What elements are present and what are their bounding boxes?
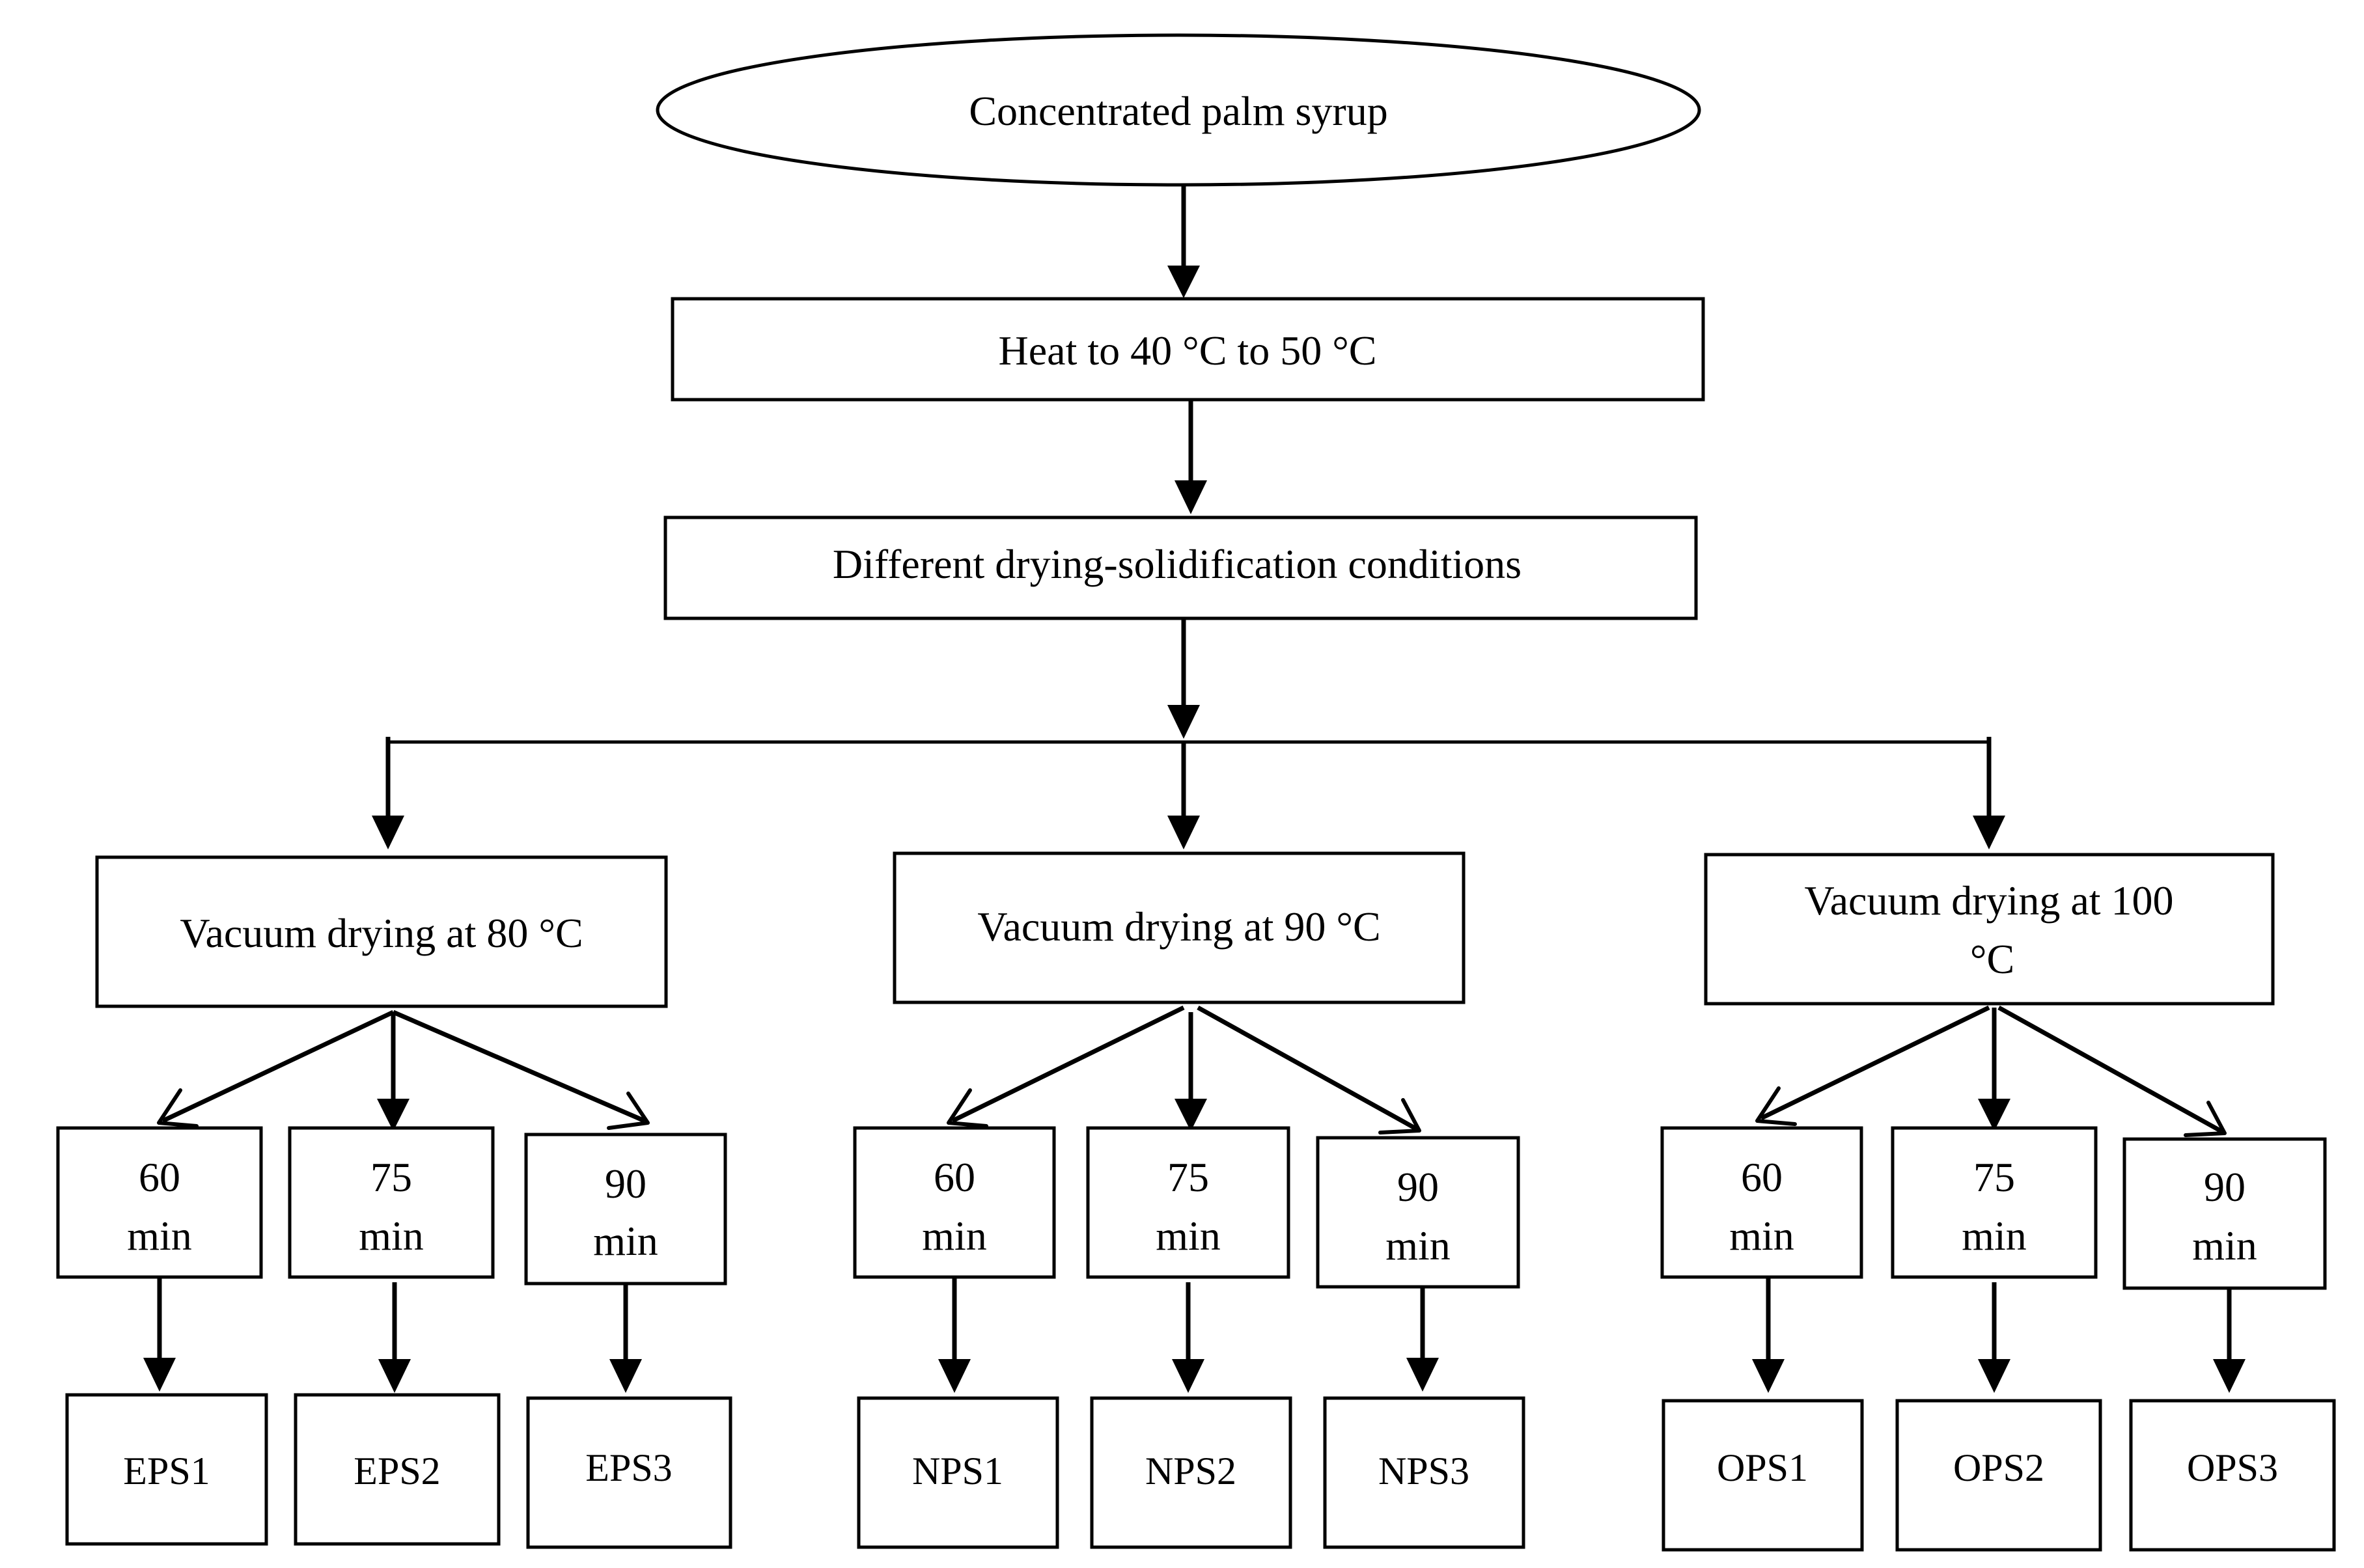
time-100-90-num: 90 (2204, 1164, 2246, 1210)
vacuum-100-label-line1: Vacuum drying at 100 (1805, 877, 2174, 924)
product-eps1 (65, 1393, 268, 1546)
product-ops2-label: OPS2 (1953, 1446, 2044, 1489)
arrowhead-100-60-out (1752, 1359, 1785, 1393)
product-nps2 (1090, 1396, 1292, 1549)
product-eps2 (294, 1393, 501, 1546)
time-100-60-unit: min (1729, 1213, 1794, 1259)
time-80-90-num: 90 (605, 1161, 647, 1207)
fan-100-left (1760, 1005, 1990, 1121)
vacuum-90-step (893, 851, 1466, 1004)
time-80-90-unit: min (593, 1218, 658, 1264)
arrowhead-branch-100 (1973, 816, 2005, 849)
conditions-label: Different drying-solidification conditio… (833, 541, 1522, 587)
vacuum-100-label-line2: °C (1970, 936, 2014, 982)
vacuum-80-step (95, 855, 668, 1008)
product-ops3-label: OPS3 (2187, 1446, 2278, 1489)
heat-label: Heat to 40 °C to 50 °C (999, 327, 1377, 374)
arrowhead-branch-80 (372, 816, 404, 849)
arrowhead-90-60-out (938, 1359, 971, 1393)
time-100-60-num: 60 (1741, 1154, 1783, 1200)
time-100-90-unit: min (2192, 1222, 2257, 1269)
time-90-75 (1086, 1126, 1290, 1279)
arrowhead-fan-80-right (607, 1092, 650, 1130)
conditions-step (663, 516, 1698, 620)
arrowhead-90-90-out (1406, 1358, 1439, 1392)
arrowhead-100-90-out (2213, 1359, 2246, 1393)
start-node (656, 33, 1701, 187)
product-ops2 (1895, 1399, 2102, 1552)
product-ops1-label: OPS1 (1717, 1446, 1808, 1489)
arrowhead-80-75-out (378, 1359, 411, 1393)
arrowhead-heat-conditions (1175, 480, 1207, 514)
time-80-90 (524, 1133, 727, 1286)
arrowhead-80-60-out (143, 1358, 176, 1392)
fan-90-right (1197, 1005, 1417, 1131)
time-100-90 (2122, 1137, 2327, 1290)
time-100-60 (1660, 1126, 1863, 1279)
arrowhead-branch-90 (1167, 816, 1200, 849)
arrowhead-fan-90-right (1378, 1098, 1421, 1135)
time-90-90-unit: min (1385, 1222, 1451, 1269)
arrowhead-80-90-out (609, 1359, 642, 1393)
product-nps3-label: NPS3 (1378, 1450, 1469, 1492)
product-ops3 (2129, 1399, 2336, 1552)
fan-80-right (392, 1010, 646, 1123)
arrowhead-fan-90-left (947, 1088, 988, 1128)
time-100-75 (1891, 1126, 2098, 1279)
time-90-90-num: 90 (1397, 1164, 1439, 1210)
arrowhead-conditions-branch (1167, 705, 1200, 739)
vacuum-100-step (1704, 853, 2275, 1006)
time-100-75-num: 75 (1973, 1154, 2015, 1200)
arrowhead-fan-100-mid (1978, 1099, 2010, 1131)
product-nps2-label: NPS2 (1145, 1450, 1236, 1492)
time-90-60-unit: min (922, 1213, 987, 1259)
time-100-75-unit: min (1962, 1213, 2027, 1259)
time-80-60-num: 60 (139, 1154, 180, 1200)
time-80-75 (288, 1126, 495, 1279)
product-nps1-label: NPS1 (912, 1450, 1003, 1492)
fan-90-left (951, 1005, 1185, 1123)
product-eps2-label: EPS2 (354, 1450, 440, 1492)
arrowhead-90-75-out (1172, 1359, 1204, 1393)
product-eps1-label: EPS1 (123, 1450, 210, 1492)
vacuum-90-label: Vacuum drying at 90 °C (977, 903, 1380, 950)
product-nps3 (1323, 1396, 1525, 1549)
time-80-75-num: 75 (370, 1154, 412, 1200)
product-eps3-label: EPS3 (585, 1446, 672, 1489)
time-80-75-unit: min (359, 1213, 424, 1259)
arrowhead-fan-90-mid (1175, 1099, 1207, 1131)
time-90-75-unit: min (1156, 1213, 1221, 1259)
start-label: Concentrated palm syrup (969, 88, 1387, 134)
time-90-90 (1316, 1136, 1520, 1289)
heat-step (671, 297, 1705, 402)
arrowhead-fan-100-right (2184, 1101, 2227, 1137)
arrowhead-fan-80-left (157, 1088, 199, 1128)
time-90-60-num: 60 (934, 1154, 975, 1200)
time-90-75-num: 75 (1167, 1154, 1209, 1200)
arrowhead-fan-80-mid (377, 1099, 410, 1131)
product-ops1 (1662, 1399, 1864, 1552)
arrowhead-start-heat (1167, 266, 1200, 298)
vacuum-80-label: Vacuum drying at 80 °C (180, 910, 583, 956)
fan-100-right (1997, 1005, 2223, 1134)
arrowhead-fan-100-left (1755, 1086, 1797, 1126)
arrowhead-100-75-out (1978, 1359, 2010, 1393)
fan-80-left (161, 1010, 395, 1123)
product-eps3 (526, 1396, 732, 1549)
time-90-60 (853, 1126, 1056, 1279)
time-80-60-unit: min (127, 1213, 192, 1259)
product-nps1 (857, 1396, 1059, 1549)
